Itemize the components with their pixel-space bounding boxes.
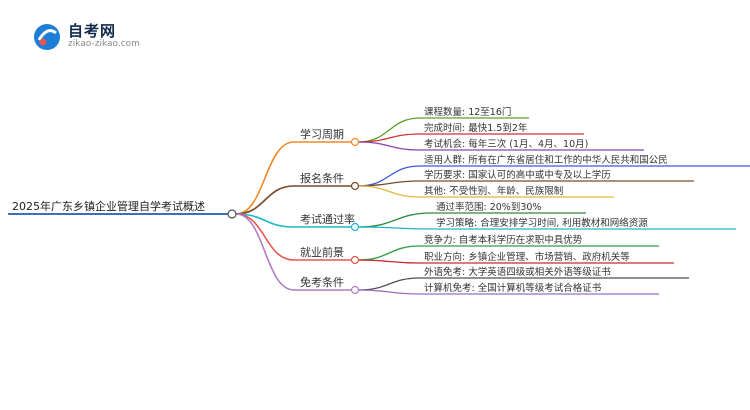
branch-label-4[interactable]: 就业前景 [300,245,344,259]
branch-label-1[interactable]: 学习周期 [300,127,344,141]
branch-label-5[interactable]: 免考条件 [300,275,344,289]
branch-label-3[interactable]: 考试通过率 [300,212,355,226]
leaf-link-4-2 [358,259,421,264]
leaf-link-5-2 [358,289,421,295]
leaf-label-2-1[interactable]: 适用人群: 所有在广东省居住和工作的中华人民共和国公民 [424,154,668,166]
leaf-label-5-2[interactable]: 计算机免考: 全国计算机等级考试合格证书 [424,282,602,294]
leaf-label-1-3[interactable]: 考试机会: 每年三次 (1月、4月、10月) [424,138,588,150]
leaf-link-4-1 [358,245,421,261]
branch-link-2 [235,185,295,215]
branch-node-dot-4[interactable] [350,255,360,265]
leaf-label-1-2[interactable]: 完成时间: 最快1.5到2年 [424,122,528,134]
leaf-label-2-2[interactable]: 学历要求: 国家认可的高中或中专及以上学历 [424,169,611,181]
branch-link-5 [235,213,295,291]
logo-subtitle: zikao-zikao.com [68,39,140,49]
branch-node-dot-1[interactable] [350,137,360,147]
branch-node-dot-5[interactable] [350,285,360,295]
site-logo[interactable]: 自考网 zikao-zikao.com [32,20,142,54]
branch-link-1 [235,141,295,215]
leaf-label-1-1[interactable]: 课程数量: 12至16门 [424,106,511,118]
leaf-label-2-3[interactable]: 其他: 不受性别、年龄、民族限制 [424,185,563,197]
leaf-label-4-1[interactable]: 竞争力: 自考本科学历在求职中具优势 [424,234,583,246]
branch-label-2[interactable]: 报名条件 [300,171,344,185]
root-label[interactable]: 2025年广东乡镇企业管理自学考试概述 [12,199,205,213]
leaf-link-5-1 [358,277,421,291]
branch-node-dot-2[interactable] [350,181,360,191]
leaf-label-3-2[interactable]: 学习策略: 合理安排学习时间, 利用教材和网络资源 [436,217,648,229]
root-node-dot[interactable] [227,209,237,219]
leaf-link-3-2 [358,226,433,230]
leaf-link-1-3 [358,141,421,151]
leaf-label-3-1[interactable]: 通过率范围: 20%到30% [436,201,541,213]
leaf-link-2-2 [358,180,421,187]
branch-node-dot-3[interactable] [350,222,360,232]
leaf-label-5-1[interactable]: 外语免考: 大学英语四级或相关外语等级证书 [424,266,611,278]
logo-title: 自考网 [68,22,117,40]
logo-icon [34,24,60,50]
leaf-link-2-3 [358,185,421,198]
leaf-link-3-1 [358,212,433,228]
leaf-label-4-2[interactable]: 职业方向: 乡镇企业管理、市场营销、政府机关等 [424,251,630,263]
